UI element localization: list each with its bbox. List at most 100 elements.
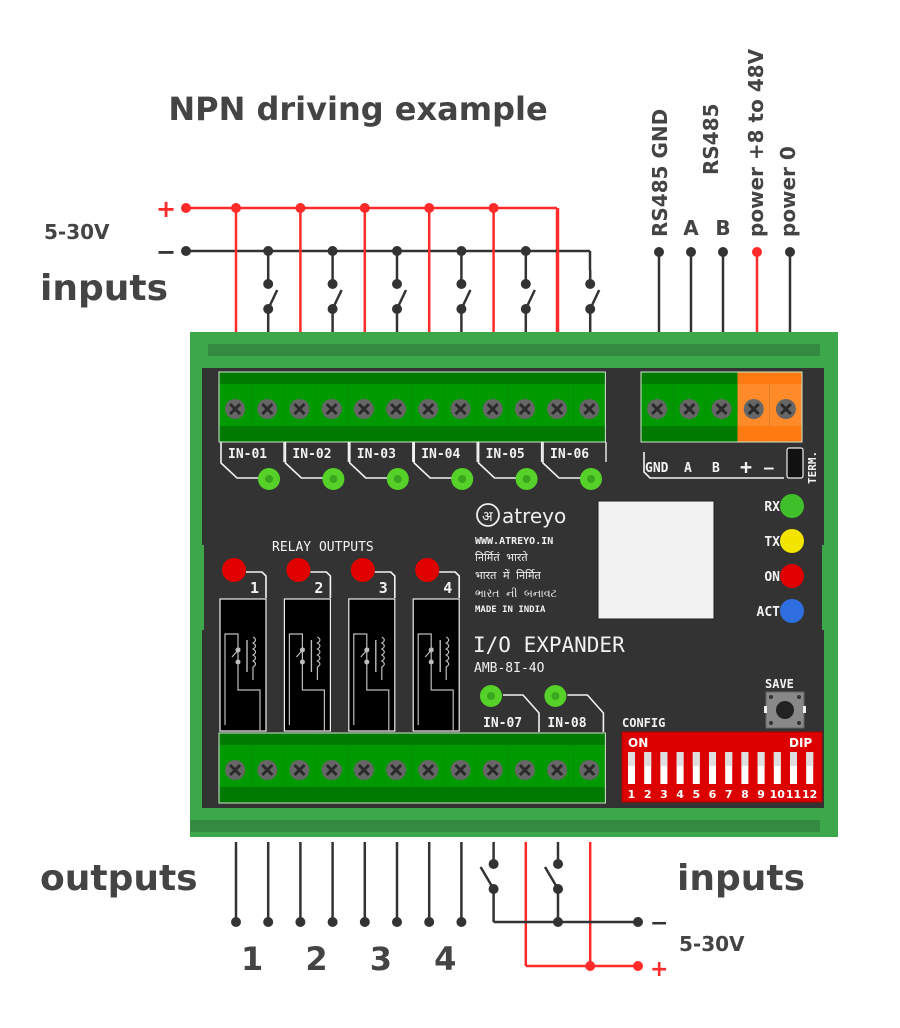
brand-logo-glyph: अ <box>482 509 493 525</box>
input-channel-label: IN-06 <box>550 447 589 462</box>
input-led-core <box>522 475 531 483</box>
top-minus-sign: − <box>156 238 176 266</box>
output-terminal-block <box>218 732 606 804</box>
output-terminal-ridge <box>412 787 445 803</box>
dip-toggle <box>692 752 700 784</box>
output-wire-end-dot <box>392 917 402 927</box>
screw-slot <box>551 763 564 777</box>
junction-dot <box>553 917 563 927</box>
status-led-act <box>780 599 804 623</box>
relay-contact-icon <box>299 647 305 653</box>
dip-toggle-slot <box>692 752 700 766</box>
dip-number: 8 <box>741 788 749 801</box>
relay-led <box>415 558 440 582</box>
bus-terminal-ridge <box>769 372 802 384</box>
input-terminal-ridge <box>573 426 606 442</box>
config-label: CONFIG <box>622 716 665 730</box>
junction-dot <box>295 203 306 213</box>
bus-terminal-ridge <box>673 372 706 384</box>
relay-coil-icon <box>316 636 321 680</box>
dip-number: 3 <box>660 788 668 801</box>
output-terminal-ridge <box>573 787 606 803</box>
dip-toggle-slot <box>757 752 765 766</box>
term-jumper[interactable] <box>786 447 804 479</box>
dip-toggle <box>676 752 684 784</box>
top-voltage-label: 5-30V <box>44 220 110 244</box>
relay-contact-icon <box>364 659 370 665</box>
bus-terminal-outline <box>640 371 803 443</box>
relay-contact-icon <box>364 647 370 653</box>
output-number: 2 <box>305 940 327 978</box>
dip-toggle <box>725 752 733 784</box>
input-channel-label: IN-01 <box>228 447 267 462</box>
output-number: 3 <box>370 940 392 978</box>
top-plus-sign: + <box>156 195 176 223</box>
output-terminal-ridge <box>251 733 284 745</box>
junction-dot <box>359 203 370 213</box>
label-power-zero: power 0 <box>776 146 800 237</box>
output-wire-end-dot <box>231 917 241 927</box>
brand-logo-icon <box>476 503 500 527</box>
relay-contact-icon <box>299 659 305 665</box>
dip-toggle-slot <box>628 752 635 766</box>
junction-dot <box>585 961 596 971</box>
dip-toggle <box>757 752 765 784</box>
junction-dot <box>424 203 435 213</box>
screw-slot <box>325 763 338 777</box>
output-terminal-ridge <box>380 787 413 803</box>
relay-body <box>412 598 460 732</box>
screw-slot <box>683 402 696 416</box>
screw-slot <box>486 763 499 777</box>
channel-outline <box>413 442 455 479</box>
output-terminal-ridge <box>412 733 445 745</box>
input-terminal-ridge <box>347 426 380 442</box>
relay-coil-icon <box>380 636 385 680</box>
channel-outline <box>284 442 326 479</box>
output-terminal-ridge <box>283 787 316 803</box>
output-terminal-ridge <box>283 733 316 745</box>
relay-number: 2 <box>314 579 323 597</box>
bus-terminal-ridge <box>641 372 674 384</box>
relay-number: 4 <box>443 579 452 597</box>
relay-contact-icon <box>235 659 241 665</box>
bus-terminal-ridge <box>705 426 738 442</box>
output-terminal-ridge <box>219 787 252 803</box>
dip-toggle <box>790 752 797 784</box>
input-terminal-block <box>218 371 606 443</box>
bus-wire-end-dot <box>686 247 696 257</box>
relay-led <box>222 558 246 582</box>
dip-toggle <box>773 752 781 784</box>
dip-toggle-slot <box>644 752 652 766</box>
relay-coil-icon <box>445 636 450 680</box>
output-terminal-ridge <box>444 733 477 745</box>
input-led-core <box>329 475 338 483</box>
tagline-gujarati: ભારત ની બનાવટ <box>475 587 558 600</box>
dip-toggle-slot <box>741 752 749 766</box>
input-terminal-ridge <box>412 372 445 384</box>
dip-toggle-slot <box>676 752 684 766</box>
right-clip <box>822 545 838 630</box>
output-terminal-ridge <box>219 733 252 745</box>
bottom-plus-sign: + <box>650 957 668 982</box>
input-terminal-ridge <box>283 372 316 384</box>
screw-slot <box>779 402 792 416</box>
input-terminal-ridge <box>541 372 574 384</box>
save-button[interactable] <box>764 691 806 729</box>
output-terminal-ridge <box>541 787 574 803</box>
relay-body <box>219 598 267 732</box>
input-terminal-ridge <box>283 426 316 442</box>
output-terminal-ridge <box>315 787 348 803</box>
input-led-core <box>487 692 495 700</box>
output-terminal-ridge <box>380 733 413 745</box>
input-channel-label: IN-03 <box>357 447 396 462</box>
bus-term-a: A <box>684 461 692 476</box>
bus-wires <box>654 247 795 334</box>
screw-slot <box>486 402 499 416</box>
left-clip <box>190 545 204 630</box>
relay-outputs-header: RELAY OUTPUTS <box>272 540 374 555</box>
screw-slot <box>651 402 664 416</box>
